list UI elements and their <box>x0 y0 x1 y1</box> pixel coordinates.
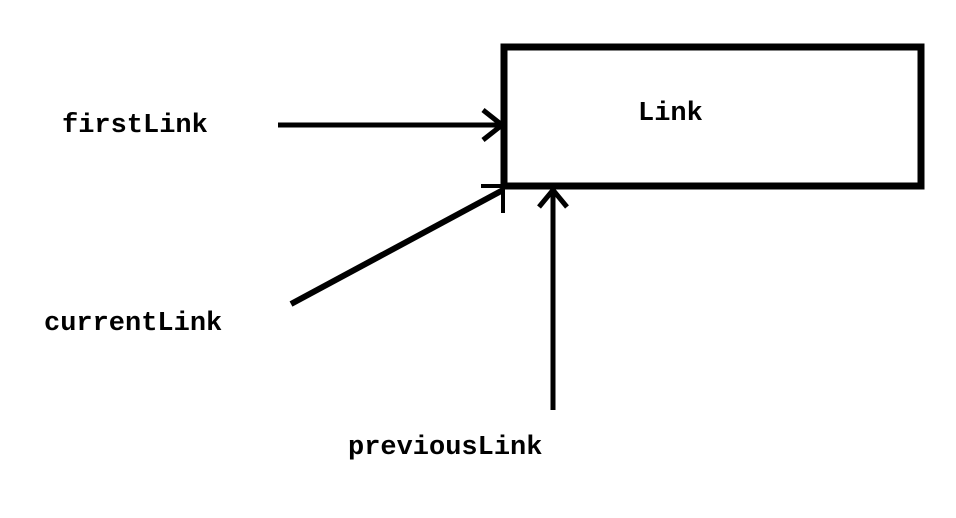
current-link-arrow <box>289 184 505 307</box>
previous-link-label: previousLink <box>348 433 543 463</box>
first-link-arrow <box>278 108 507 142</box>
link-node-label: Link <box>638 99 703 129</box>
current-link-label: currentLink <box>44 309 223 339</box>
link-node-box <box>500 43 925 190</box>
first-link-label: firstLink <box>62 111 208 141</box>
previous-link-arrow <box>537 186 569 410</box>
